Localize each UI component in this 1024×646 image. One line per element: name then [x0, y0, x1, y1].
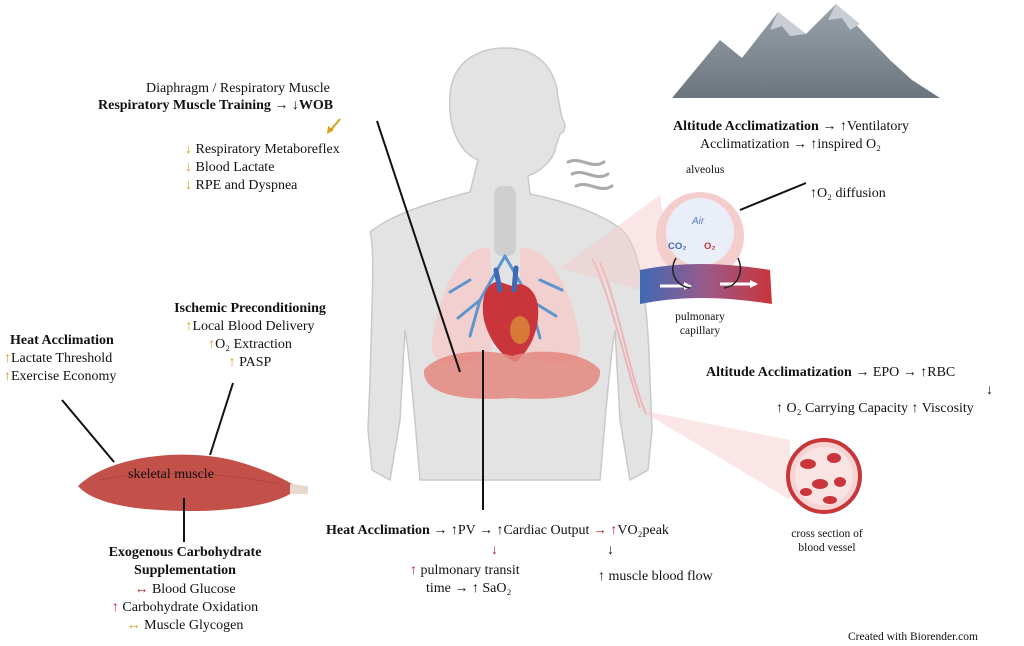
heat-bottom-black-down: ↓ — [607, 543, 614, 558]
coronary-detail — [510, 316, 530, 344]
credit-text: Created with Biorender.com — [848, 631, 978, 643]
diaphragm-muscle — [423, 351, 601, 399]
human-body — [367, 47, 653, 482]
capillary-label-line1: pulmonary — [675, 311, 725, 323]
heat-acclimation-left-title: Heat Acclimation — [10, 333, 114, 348]
alveolus-icon — [640, 192, 772, 304]
exhale-icon — [566, 159, 614, 191]
carb-title-line2: Supplementation — [134, 563, 236, 578]
list-item: ↓ Blood Lactate — [185, 160, 275, 175]
list-item: ↓ Respiratory Metaboreflex — [185, 142, 340, 157]
respiratory-muscle-training-label: Respiratory Muscle Training → ↓WOB — [98, 98, 334, 113]
capillary-label-line2: capillary — [679, 325, 721, 337]
altitude-mid-line1: Altitude Acclimatization → EPO → ↑RBC — [706, 365, 956, 380]
left-lung — [431, 247, 492, 365]
altitude-mid-down-arrow: ↓ — [986, 383, 993, 398]
arm-vessels — [591, 257, 647, 415]
air-label: Air — [692, 216, 705, 227]
list-item: ↑O₂ Extraction — [208, 337, 292, 352]
list-item: ↑Exercise Economy — [4, 369, 117, 384]
diaphragm-label: Diaphragm / Respiratory Muscle — [146, 81, 330, 96]
list-item: ↑Local Blood Delivery — [185, 319, 315, 334]
vessel-callout — [640, 410, 790, 500]
vessel-label-line2: blood vessel — [798, 542, 856, 554]
altitude-top-line1: Altitude Acclimatization → ↑Ventilatory — [673, 119, 910, 134]
list-item: ↑ Carbohydrate Oxidation — [111, 600, 259, 615]
list-item: ↑Lactate Threshold — [4, 351, 113, 366]
altitude-top-line2: Acclimatization → ↑inspired O₂ — [700, 137, 882, 152]
alveolus-label: alveolus — [686, 164, 725, 176]
right-lung — [520, 247, 581, 365]
mountain-icon — [672, 4, 940, 98]
skeletal-muscle-label: skeletal muscle — [128, 467, 214, 482]
heat-bottom-red-down: ↓ — [491, 543, 498, 558]
muscle-blood-flow: ↑ muscle blood flow — [598, 569, 713, 584]
list-item: ↔ Muscle Glycogen — [126, 618, 244, 633]
blood-vessel-icon — [786, 438, 862, 514]
altitude-mid-line2: ↑ O₂ Carrying Capacity ↑ Viscosity — [776, 401, 974, 416]
transit-line1: ↑ pulmonary transit — [410, 563, 520, 578]
vessel-label-line1: cross section of — [791, 528, 863, 540]
leader-lines — [61, 120, 807, 542]
o2-label: O₂ — [704, 241, 716, 252]
list-item: ↑ PASP — [228, 355, 272, 370]
carb-title-line1: Exogenous Carbohydrate — [108, 545, 262, 560]
co2-label: CO₂ — [668, 241, 687, 252]
o2-diffusion-label: ↑O₂ diffusion — [810, 186, 886, 201]
transit-line2: time → ↑ SaO₂ — [426, 581, 512, 596]
skeletal-muscle-icon — [78, 454, 308, 512]
list-item: ↔ Blood Glucose — [134, 582, 236, 597]
heat-bottom-chain: Heat Acclimation → ↑PV → ↑Cardiac Output… — [326, 523, 669, 538]
list-item: ↓ RPE and Dyspnea — [185, 178, 298, 193]
trachea — [494, 186, 516, 256]
down-left-arrow-icon — [327, 118, 341, 134]
great-vessels — [493, 265, 519, 293]
ischemic-title: Ischemic Preconditioning — [174, 301, 326, 316]
